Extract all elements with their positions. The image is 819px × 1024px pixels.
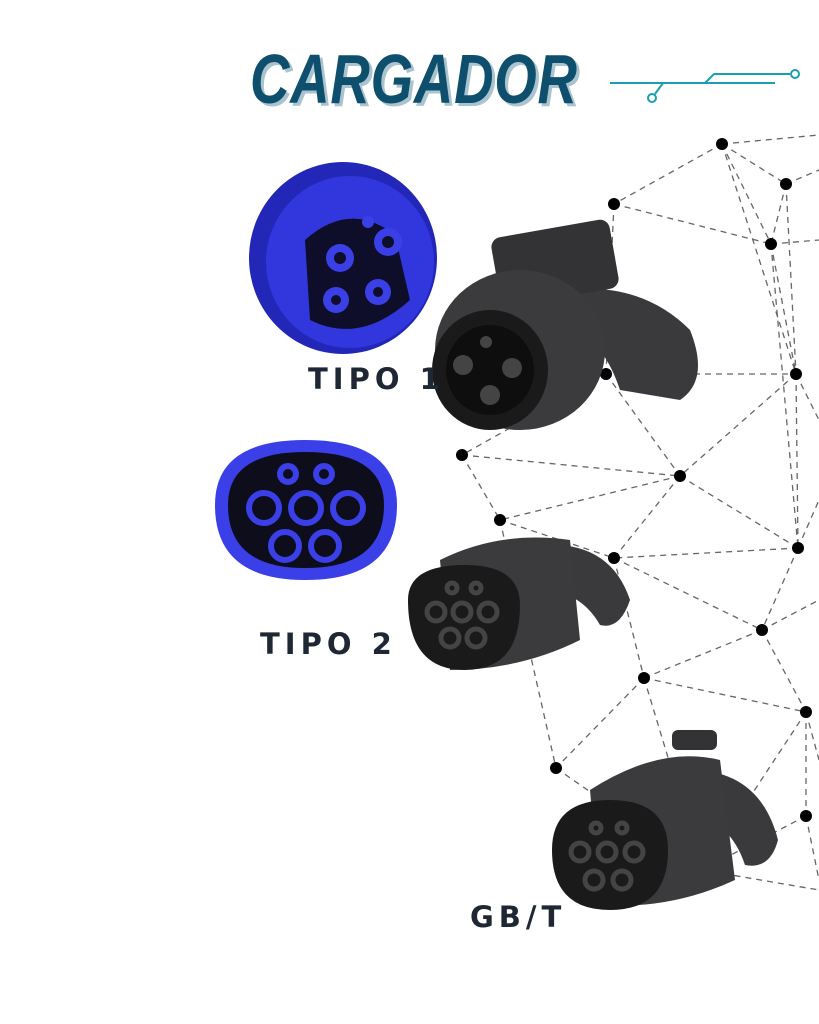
network-link [761,547,799,631]
network-link [613,557,645,679]
network-link [721,134,819,145]
network-link [499,519,557,769]
network-node [638,672,650,684]
network-link [679,373,797,477]
gbt-label: GB/T [470,900,567,934]
network-link [701,869,819,891]
network-link [770,243,797,375]
network-link [761,629,807,713]
network-node [600,368,612,380]
network-link [721,143,787,185]
network-link [721,143,772,245]
network-node [550,762,562,774]
circuit-icon [610,69,800,103]
network-node [792,542,804,554]
network-node [716,138,728,150]
network-node [608,552,620,564]
network-link [721,143,797,375]
network-link [613,203,772,245]
tipo1-plug-image [432,219,698,430]
network-node [674,470,686,482]
network-link [613,143,723,205]
network-link [770,239,819,245]
network-link [797,499,819,549]
network-node [790,368,802,380]
network-node [800,810,812,822]
page-title: CARGADOR [250,40,578,118]
network-link [613,547,799,559]
tipo2-plug-image [408,537,630,670]
network-node [756,624,768,636]
network-node [608,198,620,210]
network-link [613,557,763,631]
tipo2-label: TIPO 2 [260,627,397,661]
network-link [805,711,819,761]
tipo2-socket-image [215,440,397,580]
network-link [461,454,501,521]
network-node [494,514,506,526]
network-node [765,238,777,250]
gbt-plug-image [552,730,778,910]
tipo1-label: TIPO 1 [308,362,445,396]
tipo1-socket-image [249,162,437,354]
network-node [780,178,792,190]
network-link [795,373,799,549]
network-link [461,454,681,477]
network-link [795,373,819,421]
network-link [770,243,799,549]
network-link [679,475,799,549]
network-link [499,475,681,521]
network-node [456,449,468,461]
network-link [555,677,645,769]
network-link [643,677,807,713]
network-node [800,706,812,718]
network-link [785,183,797,375]
